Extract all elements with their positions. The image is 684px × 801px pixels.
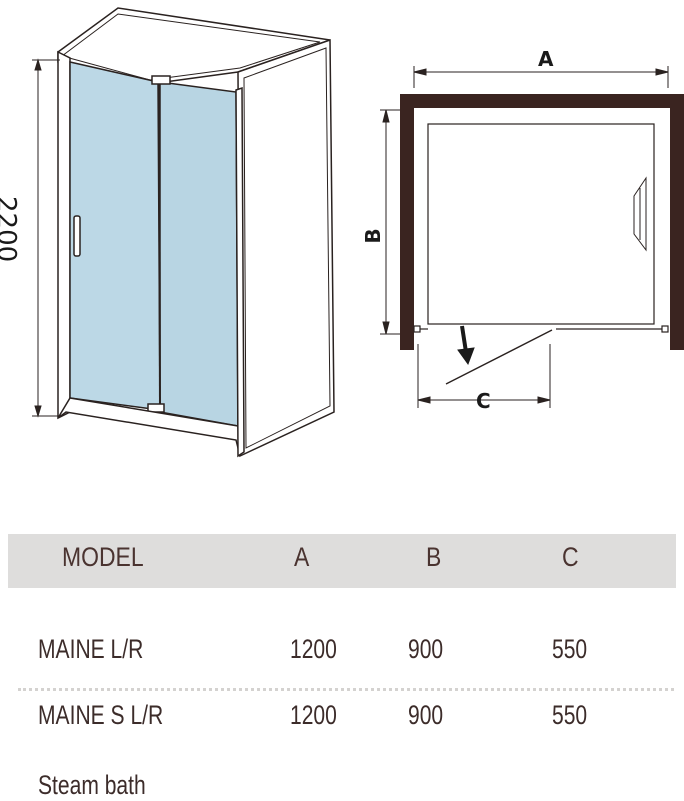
header-model: MODEL bbox=[62, 542, 144, 572]
row-b: 900 bbox=[408, 634, 444, 664]
header-a: A bbox=[294, 542, 310, 572]
height-dimension-line bbox=[32, 58, 60, 418]
table-row: MAINE S L/R 1200 900 550 bbox=[0, 700, 684, 740]
row-model: MAINE S L/R bbox=[38, 700, 164, 730]
shower-diagram: 2200 A B bbox=[0, 7, 684, 458]
header-c: C bbox=[562, 542, 579, 572]
glass-door-right bbox=[159, 81, 239, 427]
door-swing-line bbox=[445, 329, 553, 385]
row-model: MAINE L/R bbox=[38, 634, 144, 664]
height-label: 2200 bbox=[0, 196, 21, 262]
table-row: MAINE L/R 1200 900 550 bbox=[0, 634, 684, 674]
row-a: 1200 bbox=[290, 700, 337, 730]
door-open-arrow bbox=[457, 325, 475, 366]
door-handle bbox=[73, 215, 81, 257]
plan-walls bbox=[400, 94, 684, 350]
spec-table: MODEL A B C MAINE L/R 1200 900 550 MAINE… bbox=[0, 530, 684, 800]
dim-a-label: A bbox=[538, 47, 554, 71]
glass-door-left bbox=[69, 61, 161, 411]
row-a: 1200 bbox=[290, 634, 337, 664]
plan-view: A B bbox=[361, 47, 684, 413]
row-c: 550 bbox=[552, 634, 588, 664]
table-note: Steam bath bbox=[38, 770, 146, 800]
dim-c-label: C bbox=[476, 389, 491, 413]
row-b: 900 bbox=[408, 700, 444, 730]
table-header: MODEL A B C bbox=[8, 534, 676, 588]
dim-b-label: B bbox=[361, 228, 385, 243]
row-divider bbox=[18, 688, 674, 691]
shower-tray bbox=[427, 123, 655, 325]
row-c: 550 bbox=[552, 700, 588, 730]
header-b: B bbox=[426, 542, 442, 572]
shower-enclosure-3d bbox=[57, 7, 335, 458]
